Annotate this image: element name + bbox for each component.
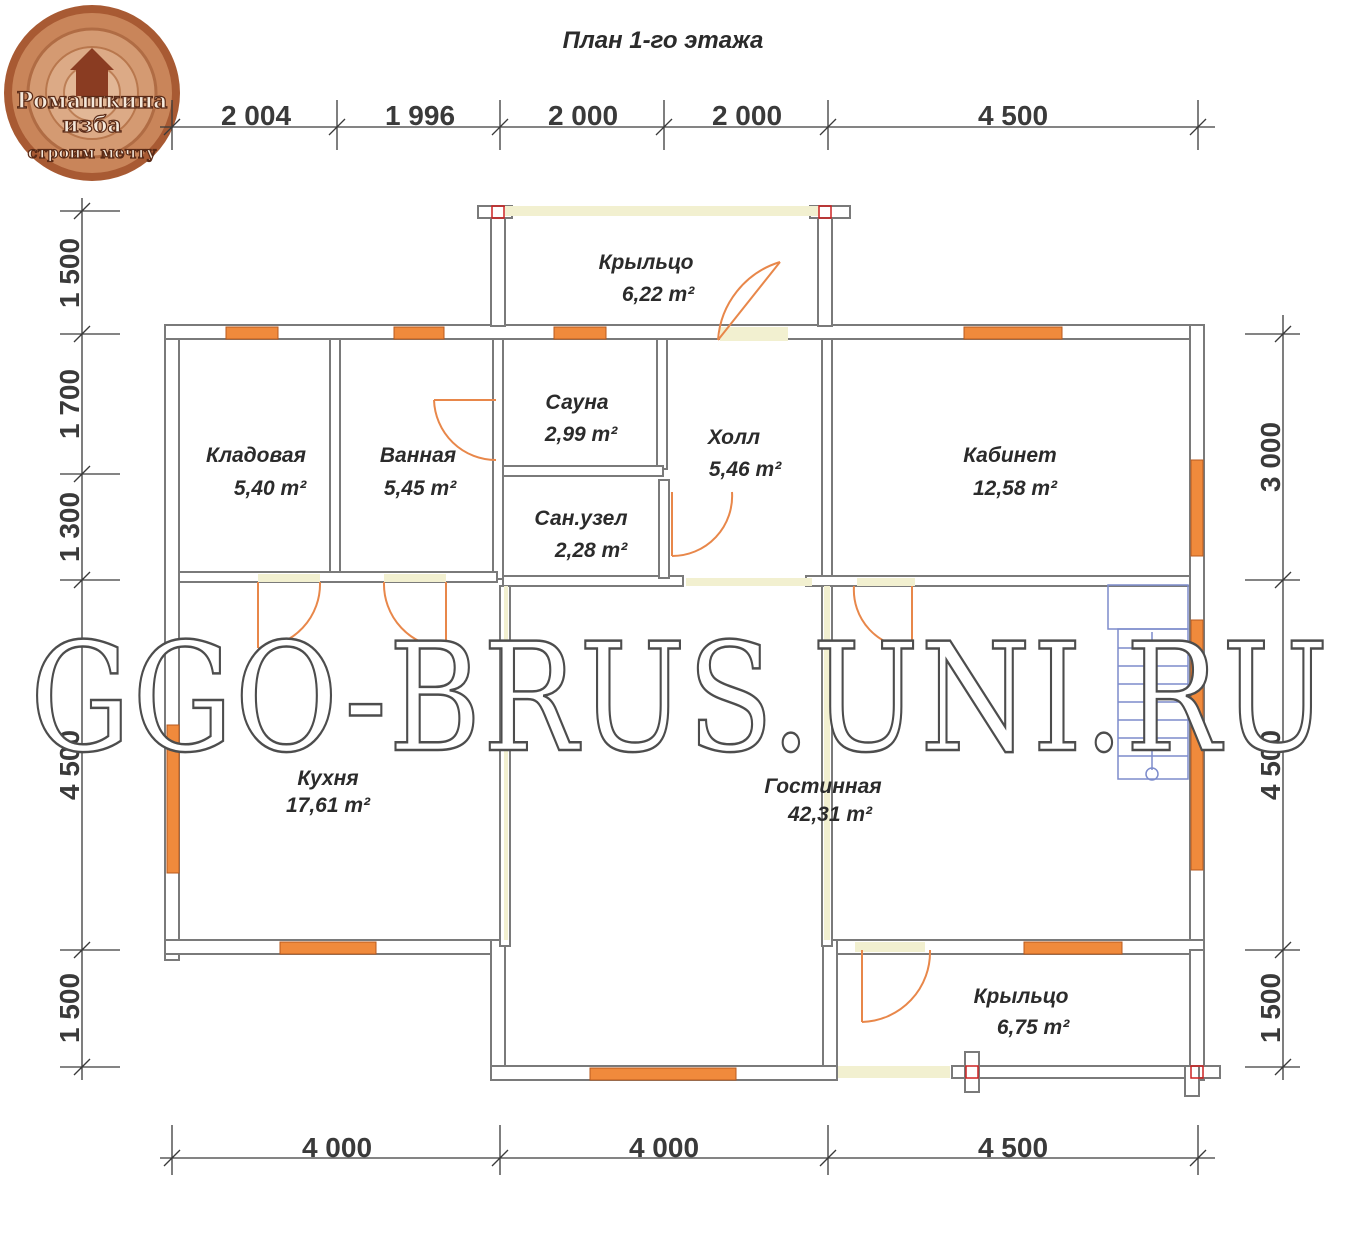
house-roof-icon — [70, 48, 114, 70]
windows — [166, 326, 1204, 1081]
room-wc-area: 2,28 m² — [554, 539, 628, 562]
dim-right-1: 3 000 — [1255, 422, 1286, 492]
post-markers — [491, 205, 1204, 1079]
door-swings — [257, 261, 932, 1023]
room-storage-name: Кладовая — [206, 444, 306, 467]
room-wc-name: Сан.узел — [534, 507, 627, 530]
dim-bottom-2: 4 000 — [629, 1132, 699, 1163]
room-porch-top-area: 6,22 m² — [622, 283, 695, 306]
room-sauna-area: 2,99 m² — [544, 423, 618, 446]
room-office-name: Кабинет — [963, 444, 1056, 467]
plan-title: План 1-го этажа — [563, 27, 764, 54]
watermark-text: GGO-BRUS.UNI.RU — [30, 612, 1330, 786]
logo-line2: изба — [62, 112, 121, 138]
room-storage-area: 5,40 m² — [234, 477, 307, 500]
logo: Ромашкина изба строим мечту — [4, 5, 180, 181]
dim-bottom-3: 4 500 — [978, 1132, 1048, 1163]
dimension-lines — [60, 100, 1300, 1175]
room-bath-area: 5,45 m² — [384, 477, 457, 500]
room-porch-bottom-name: Крыльцо — [974, 985, 1069, 1008]
room-hall-area: 5,46 m² — [709, 458, 782, 481]
room-bath-name: Ванная — [380, 444, 456, 467]
dim-top-3: 2 000 — [548, 100, 618, 131]
dim-right-3: 1 500 — [1255, 973, 1286, 1043]
logo-slogan: строим мечту — [28, 143, 158, 162]
dim-right-2: 4 500 — [1255, 730, 1286, 800]
dim-left-4: 4 500 — [54, 730, 85, 800]
room-hall-name: Холл — [707, 426, 760, 449]
stairs — [1107, 584, 1189, 781]
room-porch-bottom-area: 6,75 m² — [997, 1016, 1070, 1039]
dim-top-1: 2 004 — [221, 100, 291, 131]
dim-left-1: 1 500 — [54, 238, 85, 308]
room-living-area: 42,31 m² — [787, 803, 873, 826]
dim-top-4: 2 000 — [712, 100, 782, 131]
dim-left-2: 1 700 — [54, 369, 85, 439]
openings — [258, 206, 950, 1078]
dim-top-5: 4 500 — [978, 100, 1048, 131]
room-living-name: Гостинная — [764, 775, 881, 798]
room-kitchen-area: 17,61 m² — [286, 794, 371, 817]
dim-bottom-1: 4 000 — [302, 1132, 372, 1163]
dim-left-5: 1 500 — [54, 973, 85, 1043]
dim-top-2: 1 996 — [385, 100, 455, 131]
room-sauna-name: Сауна — [545, 391, 608, 414]
logo-line1: Ромашкина — [17, 88, 168, 114]
dim-left-3: 1 300 — [54, 492, 85, 562]
room-porch-top-name: Крыльцо — [599, 251, 694, 274]
room-office-area: 12,58 m² — [973, 477, 1058, 500]
room-kitchen-name: Кухня — [297, 767, 358, 790]
